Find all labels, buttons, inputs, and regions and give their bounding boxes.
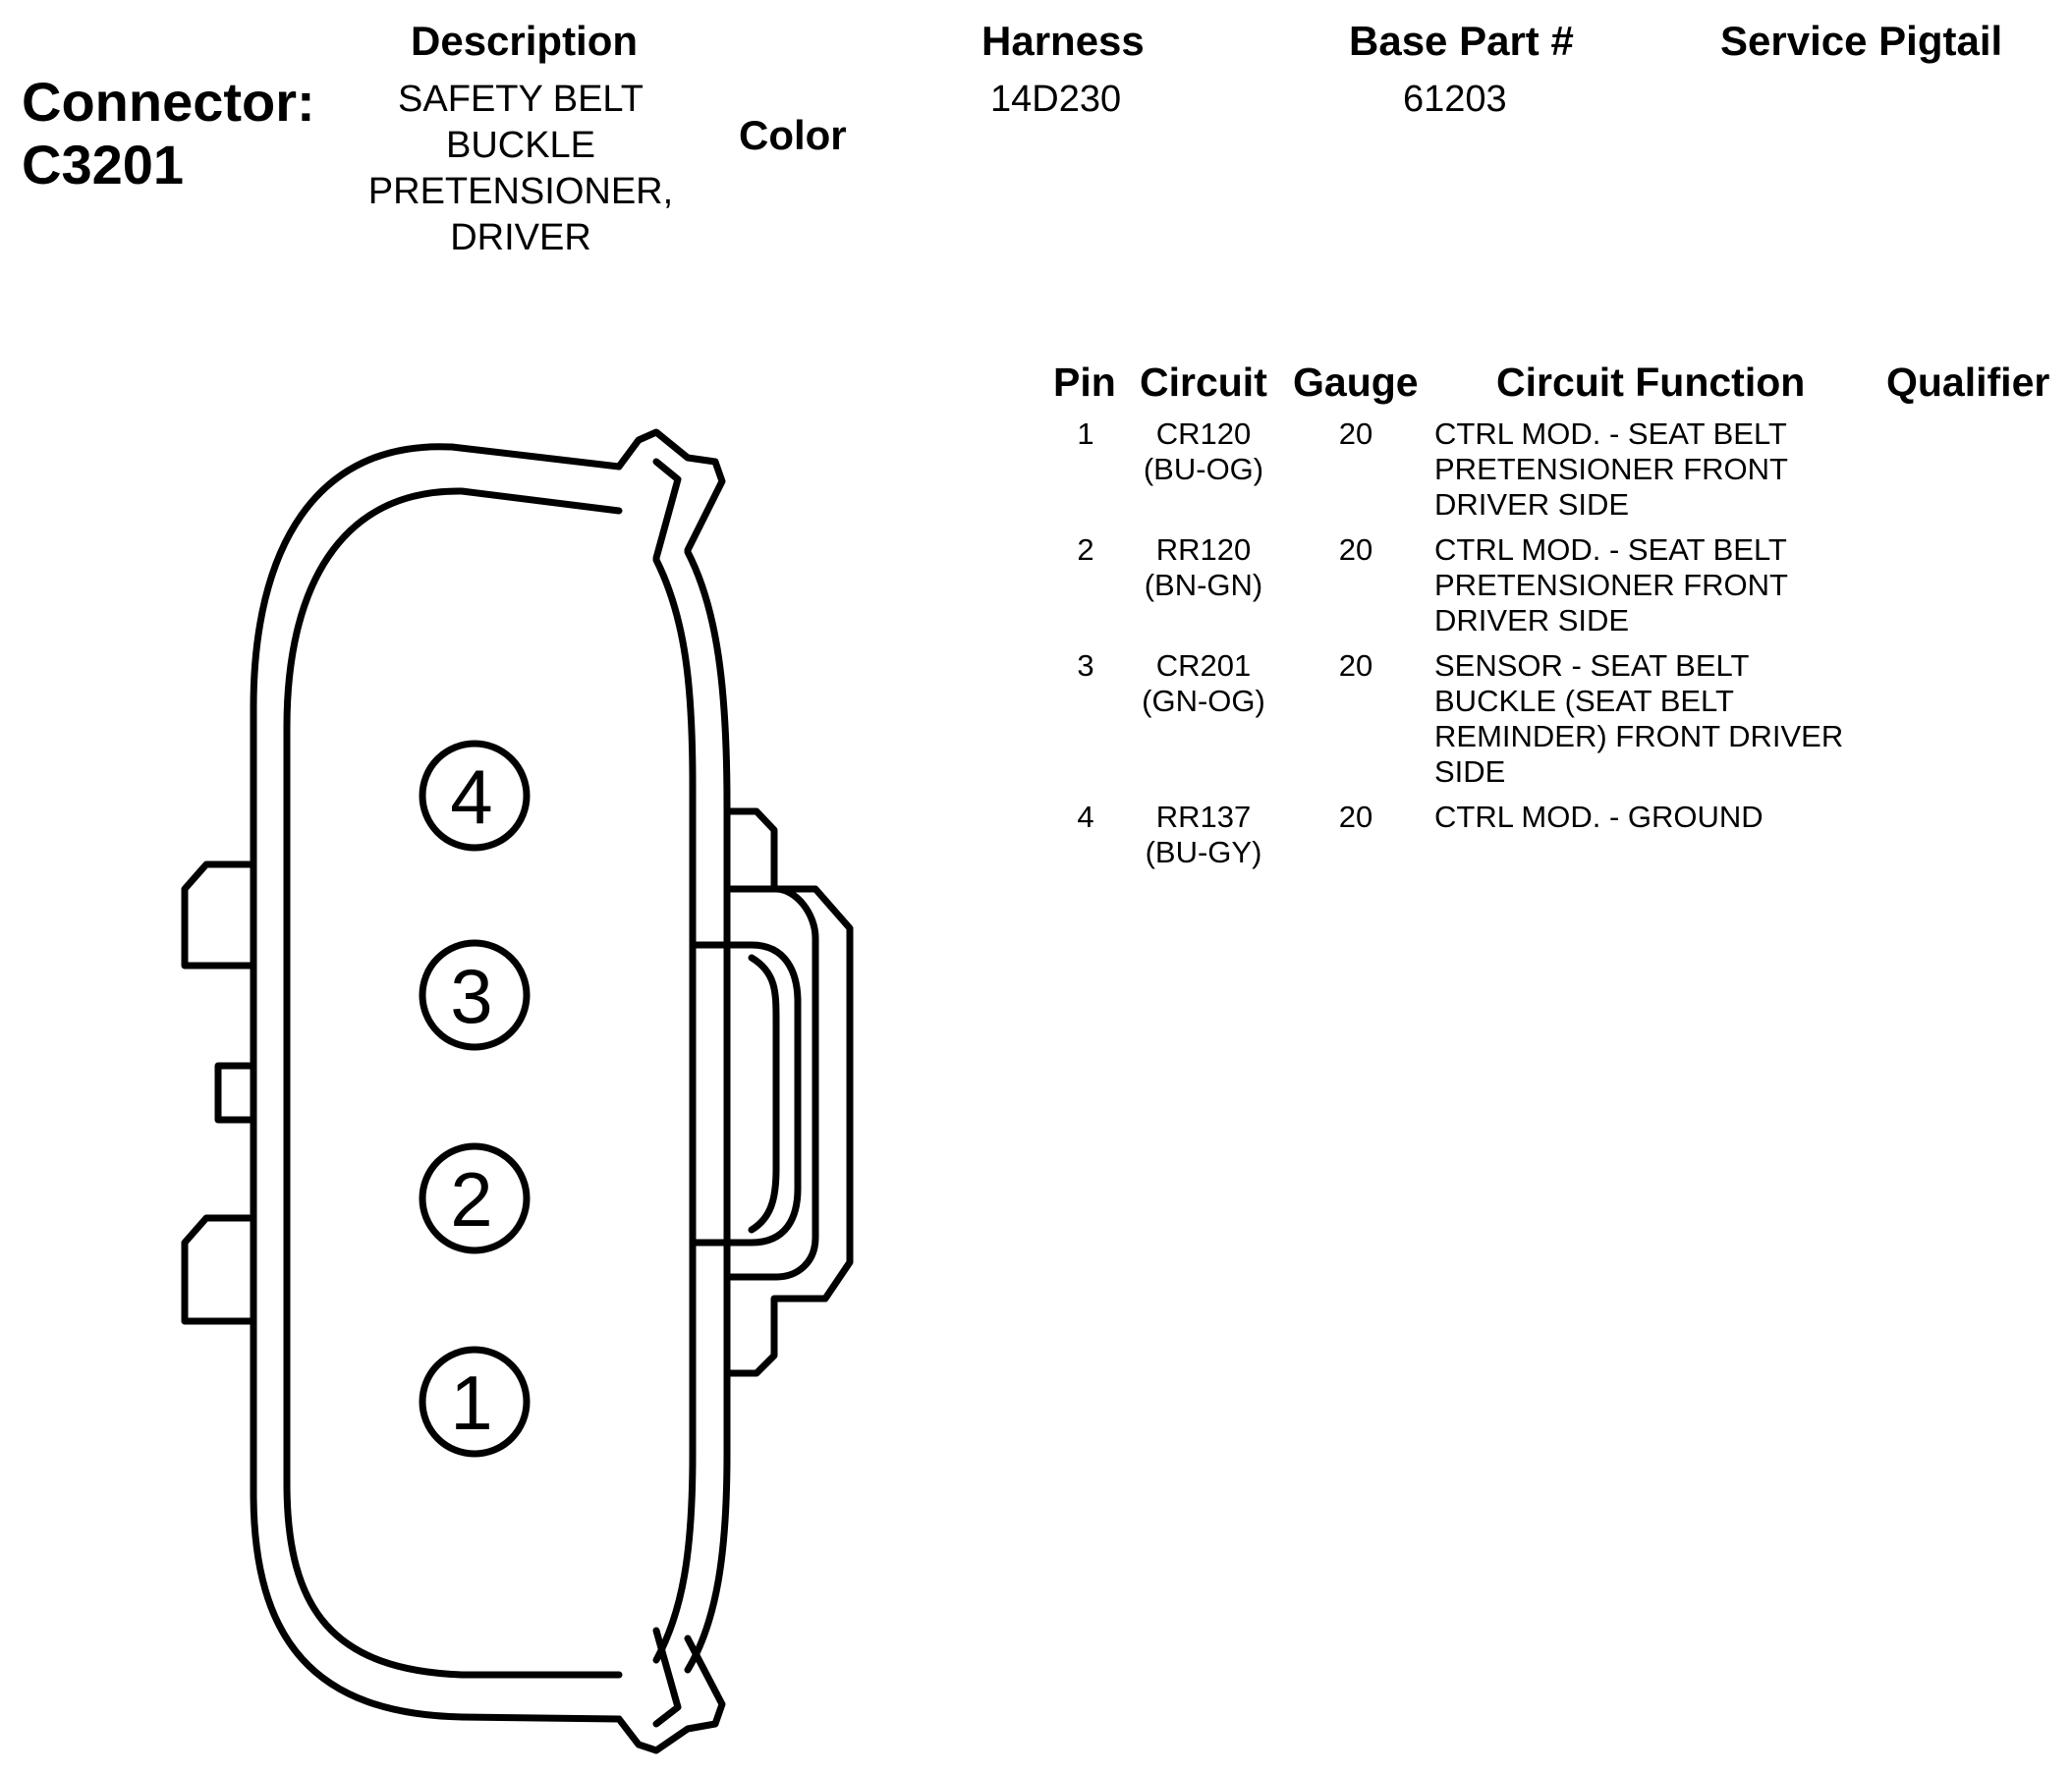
right-tab-inner [723,885,819,1281]
left-tab-middle [214,1062,257,1124]
description-line: BUCKLE [445,125,596,166]
right-tab-outer [723,807,854,1377]
gauge-cell: 20 [1338,648,1373,683]
table-header-circuit: Circuit [1140,360,1267,405]
function-cell: CTRL MOD. - GROUND [1434,800,1926,835]
connector-body-right-inner [652,556,697,1664]
circuit-id: CR120 [1155,416,1252,451]
table-header-gauge: Gauge [1293,360,1419,405]
function-cell: CTRL MOD. - SEAT BELT PRETENSIONER FRONT… [1434,532,1926,638]
circuit-cell: CR201 (GN-OG) [1120,648,1287,719]
description-value: SAFETY BELT BUCKLE PRETENSIONER, DRIVER [324,77,717,261]
right-tab-latch [689,941,802,1247]
right-tab-latch-inner [748,954,780,1234]
pin-cell: 4 [1077,800,1094,834]
circuit-id: RR120 [1155,532,1252,567]
function-line: PRETENSIONER FRONT [1434,568,1788,602]
function-line: PRETENSIONER FRONT [1434,452,1788,486]
harness-value: 14D230 [990,79,1122,120]
pin-cell: 1 [1077,416,1094,451]
gauge-cell: 20 [1338,532,1373,567]
base-part-header: Base Part # [1349,18,1574,64]
function-cell: CTRL MOD. - SEAT BELT PRETENSIONER FRONT… [1434,416,1926,523]
function-cell: SENSOR - SEAT BELT BUCKLE (SEAT BELT REM… [1434,648,1945,790]
circuit-id: RR137 [1155,800,1252,834]
circuit-color: (GN-OG) [1142,684,1265,718]
bottom-latch [615,1627,726,1754]
harness-header: Harness [981,18,1145,64]
description-line: PRETENSIONER, [367,171,674,212]
circuit-id: CR201 [1155,648,1252,683]
function-line: BUCKLE (SEAT BELT [1434,684,1734,718]
table-header-pin: Pin [1053,360,1116,405]
pin-cavity-3 [419,939,531,1051]
function-line: CTRL MOD. - SEAT BELT [1434,416,1787,451]
connector-id: C3201 [22,134,185,195]
function-line: REMINDER) FRONT DRIVER [1434,719,1844,753]
function-line: SIDE [1434,754,1506,789]
circuit-color: (BU-GY) [1145,835,1262,869]
function-line: DRIVER SIDE [1434,603,1630,638]
pin-cell: 2 [1077,532,1094,567]
connector-body-right-outer [684,548,731,1674]
connector-housing-outer [250,443,623,1723]
connector-housing-inner [283,487,623,1679]
table-header-qualifier: Qualifier [1886,360,2050,405]
circuit-cell: CR120 (BU-OG) [1120,416,1287,487]
description-line: DRIVER [450,217,591,258]
pin-label-1: 1 [450,1359,492,1446]
description-line: SAFETY BELT [398,79,644,120]
gauge-cell: 20 [1338,800,1373,834]
pin-label-4: 4 [450,753,492,840]
pin-label-3: 3 [450,953,492,1039]
description-header: Description [411,18,639,64]
function-line: SENSOR - SEAT BELT [1434,648,1750,683]
pin-cavity-2 [419,1142,531,1254]
pin-cavity-1 [419,1346,531,1458]
circuit-cell: RR137 (BU-GY) [1120,800,1287,870]
pin-cell: 3 [1077,648,1094,683]
function-line: CTRL MOD. - SEAT BELT [1434,532,1787,567]
pin-label-2: 2 [450,1156,492,1243]
circuit-cell: RR120 (BN-GN) [1120,532,1287,603]
color-header: Color [739,112,847,158]
function-line: DRIVER SIDE [1434,487,1630,522]
gauge-cell: 20 [1338,416,1373,451]
top-latch [615,428,726,562]
left-tab-lower [181,1214,257,1325]
circuit-color: (BU-OG) [1143,452,1264,486]
service-pigtail-header: Service Pigtail [1720,18,2003,64]
connector-label: Connector: [22,71,315,133]
base-part-value: 61203 [1403,79,1507,120]
left-tab-upper [181,860,257,970]
pin-cavity-4 [419,740,531,852]
circuit-color: (BN-GN) [1144,568,1263,602]
table-header-function: Circuit Function [1496,360,1806,405]
function-line: CTRL MOD. - GROUND [1434,800,1764,834]
